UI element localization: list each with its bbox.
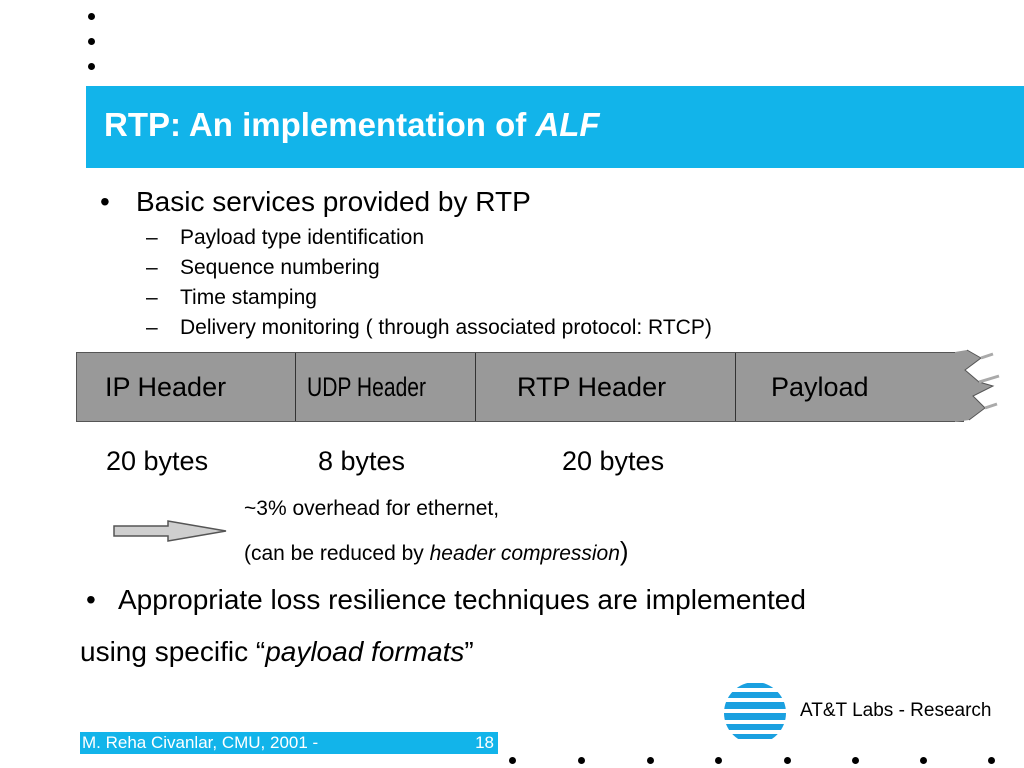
bullet-text-line1: Appropriate loss resilience techniques a… — [118, 584, 806, 615]
brand-label: AT&T Labs - Research — [800, 700, 992, 721]
footer-page-number: 18 — [475, 733, 494, 752]
segment-divider — [295, 353, 296, 421]
dash-glyph: – — [146, 286, 158, 309]
segment-divider — [735, 353, 736, 421]
segment-ip-header: IP Header — [105, 372, 227, 402]
title-bar: RTP: An implementation of ALF — [86, 86, 1024, 168]
footer-bar: M. Reha Civanlar, CMU, 2001 - 18 — [80, 732, 498, 754]
arrow-right-icon — [113, 520, 227, 542]
globe-logo-icon — [724, 682, 786, 744]
bullet-basic-services: • Basic services provided by RTP — [100, 186, 531, 218]
dash-glyph: – — [146, 316, 158, 339]
segment-udp-header: UDP Header — [307, 372, 427, 402]
segment-rtp-header: RTP Header — [517, 372, 667, 402]
dash-glyph: – — [146, 256, 158, 279]
decor-dot — [578, 757, 585, 764]
dash-glyph: – — [146, 226, 158, 249]
packet-diagram: IP Header UDP Header RTP Header Payload — [76, 352, 964, 422]
decor-dot — [784, 757, 791, 764]
decor-dot — [647, 757, 654, 764]
overhead-note-line2: (can be reduced by header compression) — [244, 536, 629, 566]
size-rtp-header: 20 bytes — [562, 446, 665, 476]
decor-dot — [88, 13, 95, 20]
decor-dot — [88, 63, 95, 70]
segment-payload: Payload — [771, 372, 869, 402]
decor-dot — [715, 757, 722, 764]
bullet-text: Basic services provided by RTP — [136, 186, 531, 217]
decor-dot — [852, 757, 859, 764]
decor-dot — [88, 38, 95, 45]
decor-dot — [509, 757, 516, 764]
segment-divider — [475, 353, 476, 421]
bullet-loss-resilience-line2: using specific “payload formats” — [80, 636, 474, 667]
decor-dot — [920, 757, 927, 764]
size-ip-header: 20 bytes — [106, 446, 209, 476]
bullet-loss-resilience: • Appropriate loss resilience techniques… — [86, 584, 806, 616]
size-udp-header: 8 bytes — [318, 446, 406, 476]
decor-dot — [988, 757, 995, 764]
overhead-note-line1: ~3% overhead for ethernet, — [244, 497, 500, 520]
packet-torn-edge — [955, 349, 1000, 422]
footer-author: M. Reha Civanlar, CMU, 2001 - — [82, 733, 319, 752]
bullet-glyph: • — [86, 584, 96, 615]
slide-title: RTP: An implementation of ALF — [104, 106, 600, 143]
bullet-glyph: • — [100, 186, 110, 217]
